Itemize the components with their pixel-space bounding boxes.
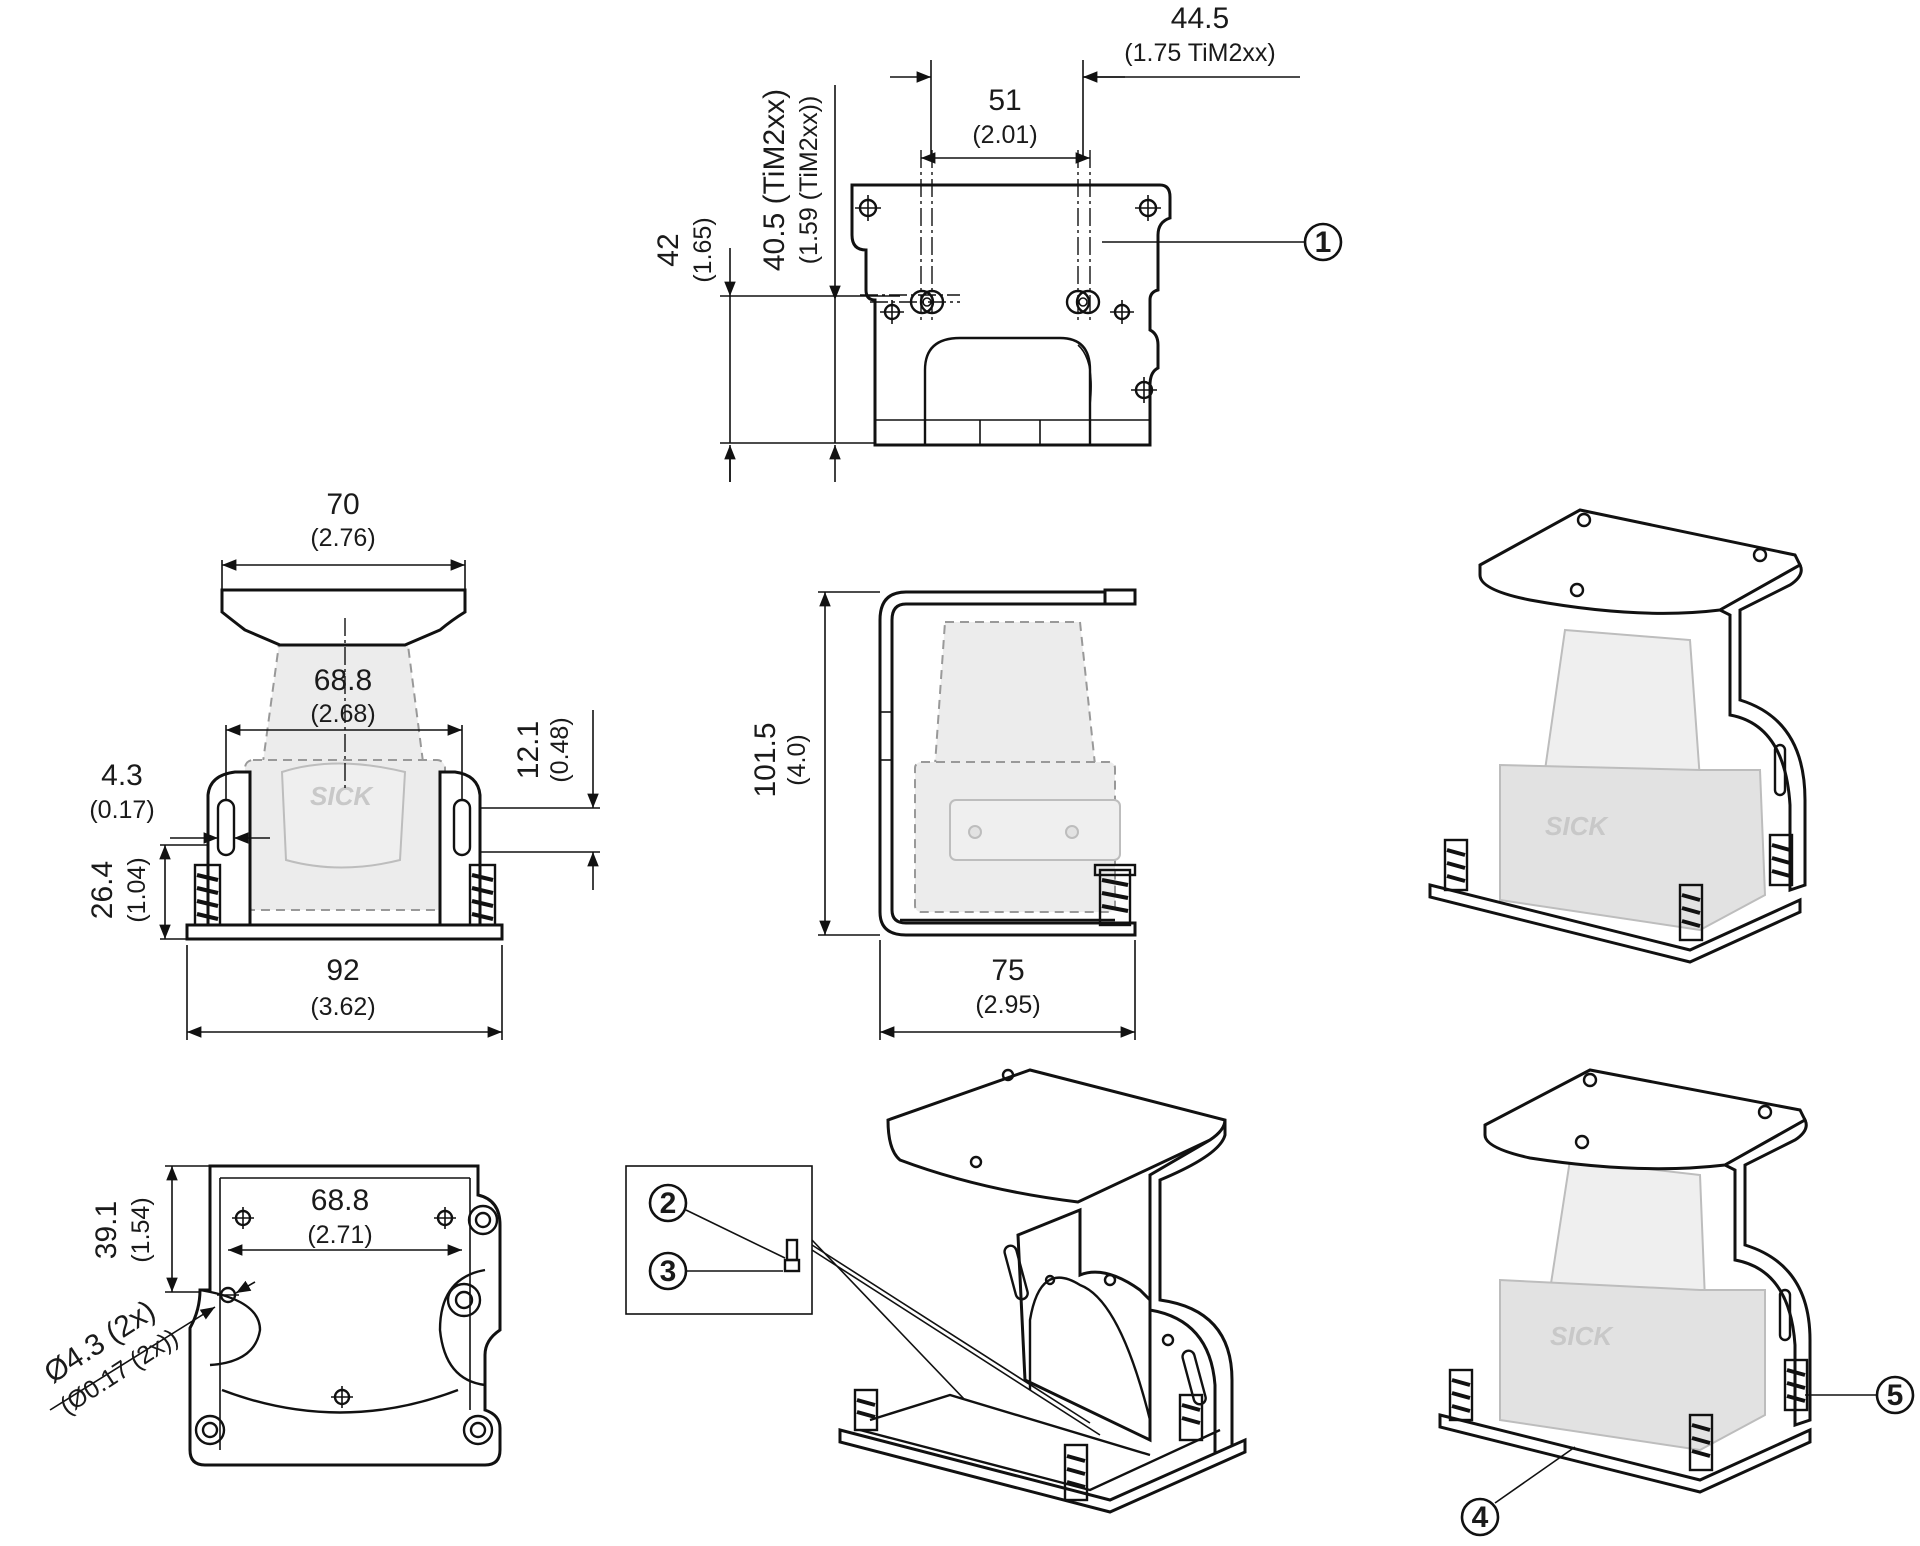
dim-front-base-sub: (3.62) (310, 993, 375, 1021)
mounting-hole-icon (194, 1204, 499, 1446)
sick-logo: SICK (310, 781, 374, 811)
dim-bottom-depth-sub: (1.54) (127, 1197, 155, 1262)
dim-bottom-spacing-main: 68.8 (311, 1184, 369, 1217)
spring-icon (193, 863, 497, 927)
callout-4: 4 (1460, 1497, 1500, 1537)
dim-front-inner-main: 68.8 (314, 664, 372, 697)
isometric-with-scanner-bottom: SICK 5 4 (1438, 1068, 1915, 1537)
isometric-with-scanner-top: SICK (1428, 508, 1807, 964)
dim-hole-spacing-main: 51 (988, 84, 1021, 117)
dim-front-base-main: 92 (326, 954, 359, 987)
spring-icon (1443, 833, 1794, 942)
dim-bottom-depth-main: 39.1 (90, 1201, 123, 1259)
dim-front-inner-sub: (2.68) (310, 700, 375, 728)
dim-height-405-main: 40.5 (TiM2xx) (758, 89, 791, 271)
svg-text:4: 4 (1472, 1501, 1489, 1534)
dim-front-height-sub: (1.04) (123, 857, 151, 922)
dim-side-depth-sub: (2.95) (975, 991, 1040, 1019)
dim-front-slot-main: 4.3 (101, 759, 143, 792)
dim-top-offset-sub: (1.75 TiM2xx) (1124, 39, 1275, 67)
dim-front-slot-sub: (0.17) (89, 796, 154, 824)
dim-side-height-main: 101.5 (749, 722, 782, 797)
callout-5: 5 (1875, 1375, 1915, 1415)
dim-height-405-sub: (1.59 (TiM2xx)) (795, 96, 823, 265)
svg-text:3: 3 (660, 1255, 677, 1288)
callout-1: 1 (1303, 222, 1343, 262)
screw-detail-box: 2 3 (625, 1165, 1101, 1436)
dim-side-depth-main: 75 (991, 954, 1024, 987)
front-view-bracket: SICK 70 (2.76) 68.8 (2.68) 4.3 (0.17 (86, 488, 600, 1040)
dim-front-slot-height-sub: (0.48) (546, 717, 574, 782)
svg-text:SICK: SICK (1545, 811, 1609, 841)
svg-text:2: 2 (660, 1187, 677, 1220)
dim-front-height-main: 26.4 (86, 861, 119, 919)
callout-3: 3 (648, 1251, 688, 1291)
dim-height-42-main: 42 (652, 233, 685, 266)
dim-bottom-spacing-sub: (2.71) (307, 1221, 372, 1249)
svg-text:5: 5 (1887, 1379, 1904, 1412)
spring-icon (1448, 1358, 1809, 1472)
screw-icon (783, 1238, 801, 1273)
dim-side-height-sub: (4.0) (783, 734, 811, 785)
svg-text:1: 1 (1315, 226, 1332, 259)
top-view-bracket: 44.5 (1.75 TiM2xx) 51 (2.01) 42 (1.65) 4… (652, 2, 1343, 482)
side-view-bracket: 101.5 (4.0) 75 (2.95) (749, 588, 1137, 1040)
dim-front-top-main: 70 (326, 488, 359, 521)
spring-icon (853, 1388, 1204, 1502)
dim-front-slot-height-main: 12.1 (512, 721, 545, 779)
dim-front-top-sub: (2.76) (310, 524, 375, 552)
dim-hole-spacing-sub: (2.01) (972, 121, 1037, 149)
callout-2: 2 (648, 1183, 688, 1223)
bottom-view-bracket: 39.1 (1.54) 68.8 (2.71) Ø4.3 (2x) (Ø0.17… (38, 1164, 502, 1467)
dim-height-42-sub: (1.65) (689, 217, 717, 282)
isometric-bracket-empty (838, 1068, 1247, 1514)
svg-text:SICK: SICK (1550, 1321, 1614, 1351)
dim-top-offset-main: 44.5 (1171, 2, 1229, 35)
